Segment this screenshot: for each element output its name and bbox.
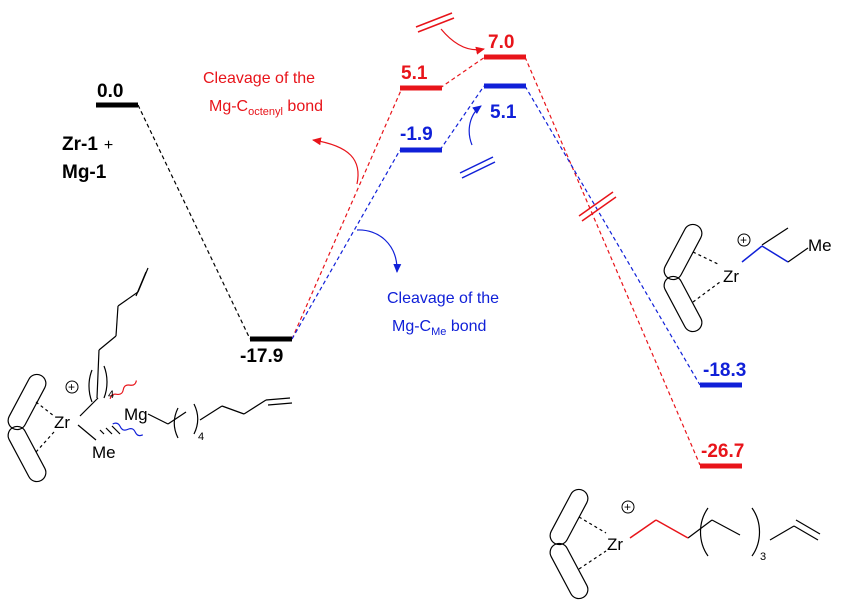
left-charge-icon	[65, 380, 79, 394]
connector-blue-ts-to-product	[524, 85, 701, 386]
red-product-paren-open	[699, 507, 709, 557]
red-cleavage-arrow	[312, 137, 359, 185]
energy-blue-complex: -1.9	[400, 124, 433, 145]
left-complex-structure	[7, 267, 293, 483]
blue-cleavage-arrow	[356, 229, 402, 273]
reactant-label-line2: Mg-1	[62, 162, 107, 183]
energy-intermediate: -17.9	[240, 346, 283, 367]
blue-product-bond-1	[741, 245, 763, 263]
blue-product-structure	[663, 223, 789, 333]
connector-red-intermediate-to-complex	[291, 87, 403, 340]
red-ethylene-arrow	[440, 28, 485, 55]
left-chain-paren-close	[103, 365, 108, 399]
energy-reactant: 0.0	[97, 81, 123, 102]
connector-red-ts-to-product	[524, 56, 701, 466]
red-product-sub: 3	[760, 551, 766, 563]
red-product-bond-2	[655, 519, 689, 539]
reactant-label-line1: Zr-1+	[62, 134, 113, 155]
blue-wavy-bond	[112, 422, 144, 437]
red-product-zr-label: Zr	[607, 535, 623, 554]
connector-blue-intermediate-to-complex	[291, 149, 401, 340]
energy-red-complex: 5.1	[401, 63, 428, 84]
energy-blue-ts: 5.1	[490, 102, 517, 123]
connector-blue-complex-to-ts	[439, 85, 485, 151]
red-product-charge-sign: +	[624, 500, 631, 514]
red-product-charge-icon	[621, 500, 635, 514]
left-mg-label: Mg	[124, 405, 148, 424]
red-product-structure	[549, 488, 821, 600]
hashed-wedge	[99, 425, 121, 435]
energy-red-product: -26.7	[701, 441, 744, 462]
blue-product-me-label: Me	[808, 236, 832, 255]
red-caption-line2: Mg-Coctenyl bond	[209, 98, 323, 118]
blue-product-bond-2	[761, 245, 789, 263]
connector-reactant-to-intermediate	[137, 104, 251, 340]
left-charge-sign: +	[68, 380, 75, 394]
red-wavy-bond	[109, 380, 137, 400]
blue-caption-line2: Mg-CMe bond	[392, 318, 486, 338]
left-sub-a: 4	[108, 389, 114, 401]
left-me-label: Me	[92, 443, 116, 462]
left-chain-paren-open	[88, 369, 93, 403]
connector-red-complex-to-ts	[439, 56, 486, 89]
left-zr-label: Zr	[54, 413, 70, 432]
blue-product-bond-3	[787, 247, 809, 263]
blue-product-charge-sign: +	[740, 233, 747, 247]
blue-ethylene-arrow	[468, 105, 482, 146]
blue-product-zr-label: Zr	[723, 267, 739, 286]
mg-chain-paren-close	[193, 403, 199, 435]
left-sub-b: 4	[198, 431, 204, 443]
red-product-bond-1	[629, 519, 657, 539]
ethylene-red-icon	[415, 12, 455, 33]
red-caption-line1: Cleavage of the	[203, 70, 315, 87]
energy-red-ts: 7.0	[488, 32, 514, 53]
mg-chain-paren-open	[173, 407, 179, 439]
ethylene-blue-icon	[459, 156, 496, 179]
energy-blue-product: -18.3	[703, 360, 746, 381]
red-product-paren-close	[751, 507, 761, 557]
break-marker-red-icon	[578, 191, 617, 222]
blue-product-charge-icon	[737, 233, 751, 247]
blue-caption-line1: Cleavage of the	[387, 290, 499, 307]
